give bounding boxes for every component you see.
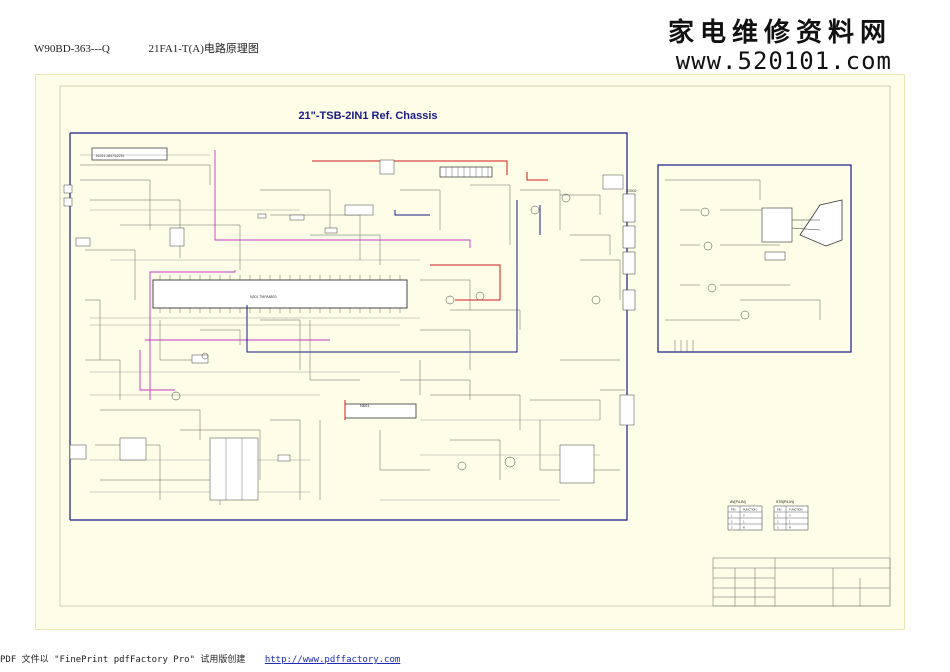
stb-table-cell: V: [789, 514, 791, 518]
av-table-cell: FUNCTION: [743, 508, 757, 512]
stb-table-title: STB(P4-IN): [776, 500, 794, 504]
main-ic-label: N201 TMPA8803: [250, 295, 277, 299]
av-table-cell: V: [743, 514, 745, 518]
stb-table-cell: FUNCTION: [789, 508, 803, 512]
stb-table-cell: 3: [777, 526, 779, 530]
stb-table-cell: 1: [777, 514, 779, 518]
av-table-title: AV(P4-IN): [730, 500, 746, 504]
av-table-cell: 2: [731, 520, 733, 524]
av-table-cell: 1: [731, 514, 733, 518]
document-header: W90BD-363---Q 21FA1-T(A)电路原理图: [34, 40, 295, 56]
connector-label: XS902: [626, 189, 637, 193]
schematic-title: 21FA1-T(A)电路原理图: [148, 43, 259, 55]
pdf-footer: PDF 文件以 "FinePrint pdfFactory Pro" 试用版创建…: [0, 652, 400, 665]
watermark: 家电维修资料网 www.520101.com: [668, 12, 892, 75]
stb-table-cell: PIN: [777, 508, 781, 512]
av-table-cell: R: [743, 526, 745, 530]
title-block: [712, 557, 891, 607]
av-input-table: AV(P4-IN) PIN FUNCTION 1 V 2 L 3 R: [727, 500, 763, 531]
chassis-title: 21"-TSB-2IN1 Ref. Chassis: [298, 110, 437, 122]
footer-link[interactable]: http://www.pdffactory.com: [264, 655, 401, 665]
tuner-ic: [91, 147, 168, 161]
av-table-cell: PIN: [731, 508, 735, 512]
audio-ic: [344, 403, 417, 419]
footer-text: PDF 文件以 "FinePrint pdfFactory Pro" 试用版创建: [0, 655, 246, 665]
stb-table-cell: R: [789, 526, 791, 530]
watermark-chinese: 家电维修资料网: [667, 18, 892, 48]
model-code: W90BD-363---Q: [34, 43, 110, 55]
stb-input-table: STB(P4-IN) PIN FUNCTION 1 V 2 L 3 R: [773, 500, 809, 531]
stb-table-cell: L: [789, 520, 791, 524]
audio-ic-label: N601: [360, 403, 370, 408]
tuner-ic-label: N101 AN7522N: [96, 153, 124, 158]
main-ic: [152, 279, 408, 309]
av-table-cell: L: [743, 520, 745, 524]
watermark-url: www.520101.com: [675, 47, 892, 75]
stb-table-cell: 2: [777, 520, 779, 524]
av-table-cell: 3: [731, 526, 733, 530]
